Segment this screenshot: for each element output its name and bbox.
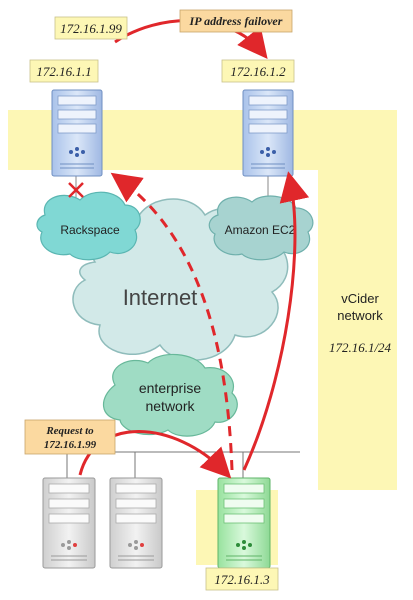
- internet-label: Internet: [123, 285, 198, 310]
- server-bottom[interactable]: [217, 477, 271, 569]
- request-label: Request to 172.16.1.99: [24, 419, 116, 455]
- server-right[interactable]: [242, 89, 294, 177]
- vcider-network-band: [8, 110, 397, 565]
- vcider-label-line2: network: [337, 308, 383, 323]
- request-text-line2: 172.16.1.99: [44, 439, 97, 451]
- failover-text: IP address failover: [189, 14, 283, 28]
- enterprise-label-line2: network: [145, 398, 195, 414]
- server-bottom-ip-label: 172.16.1.3: [205, 567, 279, 591]
- virtual-ip-label: 172.16.1.99: [54, 16, 128, 40]
- virtual-ip-text: 172.16.1.99: [60, 21, 122, 36]
- server-enterprise-2[interactable]: [109, 477, 163, 569]
- amazon-ec2-label: Amazon EC2: [225, 223, 296, 237]
- server-left-ip-text: 172.16.1.1: [36, 64, 91, 79]
- server-right-ip-text: 172.16.1.2: [230, 64, 286, 79]
- request-arrow: [78, 430, 232, 479]
- link-failure-x-icon: [68, 182, 84, 198]
- failover-label: IP address failover: [179, 9, 293, 33]
- vcider-subnet: 172.16.1/24: [329, 340, 392, 355]
- new-path-arrow: [242, 171, 310, 471]
- enterprise-label-line1: enterprise: [139, 380, 201, 396]
- server-right-ip-label: 172.16.1.2: [221, 59, 295, 83]
- server-left-ip-label: 172.16.1.1: [29, 59, 99, 83]
- server-bottom-ip-text: 172.16.1.3: [214, 572, 270, 587]
- server-left[interactable]: [51, 89, 103, 177]
- rackspace-label: Rackspace: [60, 223, 120, 237]
- server-enterprise-1[interactable]: [42, 477, 96, 569]
- old-path-arrow: [110, 172, 234, 471]
- vcider-label-line1: vCider: [341, 291, 379, 306]
- enterprise-network-cloud: enterprise network: [103, 353, 238, 437]
- request-text-line1: Request to: [45, 425, 94, 437]
- amazon-ec2-cloud: Amazon EC2: [208, 195, 314, 261]
- rackspace-cloud: Rackspace: [36, 191, 141, 261]
